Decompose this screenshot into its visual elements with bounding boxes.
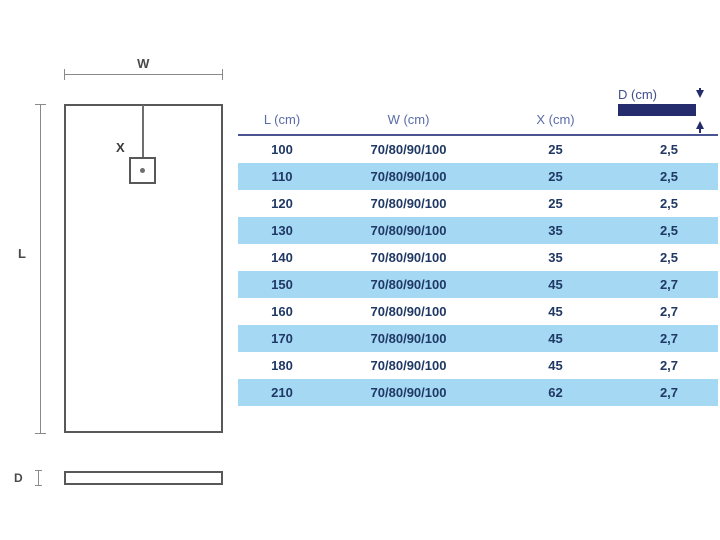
width-dimension-tick-right: [222, 69, 223, 80]
product-technical-drawing: W L X D: [0, 0, 238, 540]
cell-width: 70/80/90/100: [326, 217, 491, 244]
depth-dimension-label: D: [14, 471, 24, 485]
cell-length: 160: [271, 304, 293, 319]
cell-width: 70/80/90/100: [370, 250, 447, 265]
cell-offset: 35: [491, 217, 620, 244]
cell-offset: 45: [548, 358, 563, 373]
cell-width: 70/80/90/100: [370, 358, 447, 373]
cell-offset: 45: [491, 271, 620, 298]
cell-length: 110: [238, 163, 326, 190]
cell-offset: 45: [548, 304, 563, 319]
length-dimension-line: [40, 104, 41, 434]
cell-offset: 62: [491, 379, 620, 406]
cell-width: 70/80/90/100: [326, 379, 491, 406]
cell-length: 150: [238, 271, 326, 298]
width-dimension-line: [64, 74, 223, 75]
cell-length: 100: [271, 142, 293, 157]
table-row: 100 70/80/90/100 25 2,5: [238, 135, 718, 163]
cell-depth: 2,5: [659, 196, 679, 211]
column-header-width: W (cm): [326, 106, 491, 136]
depth-column-header-label: D (cm): [618, 87, 657, 102]
cell-width: 70/80/90/100: [326, 271, 491, 298]
arrow-down-icon: [696, 90, 704, 98]
cell-width: 70/80/90/100: [326, 325, 491, 352]
table-row: 120 70/80/90/100 25 2,5: [238, 190, 718, 217]
cell-depth: 2,7: [620, 379, 718, 406]
cell-depth: 2,7: [659, 358, 679, 373]
table-row: 140 70/80/90/100 35 2,5: [238, 244, 718, 271]
cell-length: 180: [271, 358, 293, 373]
depth-dimension-line: [38, 470, 39, 486]
cell-depth: 2,5: [659, 250, 679, 265]
cell-width: 70/80/90/100: [326, 163, 491, 190]
depth-dimension-tick-top: [35, 470, 42, 471]
cell-depth: 2,5: [659, 142, 679, 157]
cell-offset: 25: [491, 163, 620, 190]
cell-offset: 25: [548, 142, 563, 157]
table-row: 180 70/80/90/100 45 2,7: [238, 352, 718, 379]
cell-length: 170: [238, 325, 326, 352]
cell-length: 140: [271, 250, 293, 265]
shower-tray-side-view: [64, 471, 223, 485]
cell-offset: 35: [548, 250, 563, 265]
width-dimension-label: W: [137, 56, 150, 71]
drain-center-point: [140, 168, 145, 173]
depth-column-header-graphic: D (cm): [618, 87, 716, 140]
cell-width: 70/80/90/100: [370, 142, 447, 157]
dimensions-table-area: D (cm) L (cm) W (cm) X (cm) 100 70/80/90/…: [238, 87, 718, 406]
depth-thickness-bar: [618, 104, 696, 116]
length-dimension-tick-top: [35, 104, 46, 105]
cell-depth: 2,7: [659, 304, 679, 319]
depth-arrow-stem-bottom: [699, 128, 701, 133]
cell-width: 70/80/90/100: [370, 196, 447, 211]
column-header-length: L (cm): [238, 106, 326, 136]
length-dimension-tick-bottom: [35, 433, 46, 434]
cell-depth: 2,5: [620, 163, 718, 190]
table-row: 160 70/80/90/100 45 2,7: [238, 298, 718, 325]
cell-depth: 2,7: [620, 271, 718, 298]
depth-dimension-tick-bottom: [35, 485, 42, 486]
column-header-offset: X (cm): [491, 106, 620, 136]
drain-offset-leader-line: [142, 105, 144, 170]
drain-offset-label: X: [116, 140, 125, 155]
width-dimension-tick-left: [64, 69, 65, 80]
cell-length: 210: [238, 379, 326, 406]
cell-depth: 2,7: [620, 325, 718, 352]
cell-width: 70/80/90/100: [370, 304, 447, 319]
table-header-row: L (cm) W (cm) X (cm): [238, 106, 718, 136]
cell-depth: 2,5: [620, 217, 718, 244]
cell-offset: 25: [548, 196, 563, 211]
cell-length: 130: [238, 217, 326, 244]
length-dimension-label: L: [18, 246, 26, 261]
arrow-up-icon: [696, 121, 704, 129]
cell-offset: 45: [491, 325, 620, 352]
cell-length: 120: [271, 196, 293, 211]
